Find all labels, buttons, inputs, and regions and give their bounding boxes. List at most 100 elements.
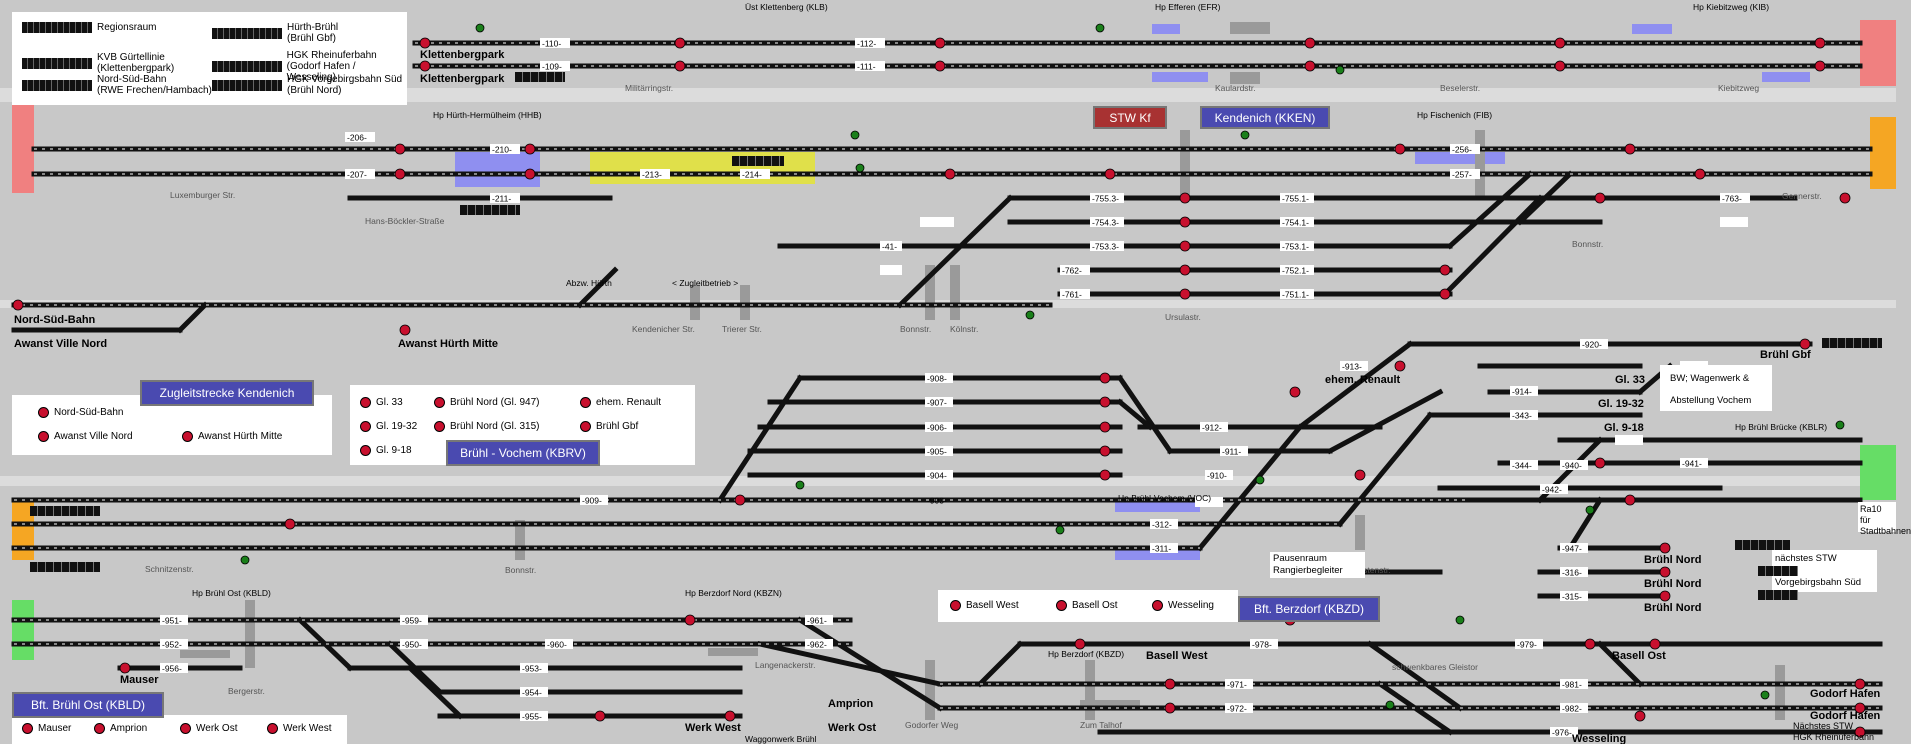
legend-kbrv-item: Gl. 9-18 <box>376 445 412 456</box>
track-257: -257- <box>1452 170 1472 180</box>
label-klettenbergpark-1: Klettenbergpark <box>420 49 505 61</box>
track-950: -950- <box>402 640 422 650</box>
info-bar <box>1758 590 1798 600</box>
track-343: -343- <box>1512 411 1532 421</box>
track-942: -942- <box>1542 485 1562 495</box>
track-912: -912- <box>1202 423 1222 433</box>
track-976: -976- <box>1552 728 1572 738</box>
legend-kbld-panel: Mauser Amprion Werk Ost Werk West <box>12 715 347 744</box>
track-206: -206- <box>347 133 367 143</box>
legend-nsb-item: Awanst Hürth Mitte <box>198 431 283 442</box>
bw-wagenwerk-panel: BW; Wagenwerk & Abstellung Vochem <box>1660 365 1772 411</box>
bft-berzdorf-box[interactable]: Bft. Berzdorf (KBZD) <box>1238 596 1380 622</box>
label-nord-sued-bahn: Nord-Süd-Bahn <box>14 314 96 326</box>
track-754-3: -754.3- <box>1092 218 1119 228</box>
legend-item: HGK Vorgebirgsbahn Süd (Brühl Nord) <box>287 74 403 96</box>
legend-nsb-item: Awanst Ville Nord <box>54 431 133 442</box>
track-214: -214- <box>742 170 762 180</box>
kendenich-box[interactable]: Kendenich (KKEN) <box>1200 106 1330 129</box>
legend-kbzd-panel: Basell West Basell Ost Wesseling <box>938 590 1238 622</box>
legend-nsb-item: Nord-Süd-Bahn <box>54 407 124 418</box>
bw-line2: Abstellung Vochem <box>1670 395 1752 406</box>
label-schnitzenstr: Schnitzenstr. <box>145 564 194 574</box>
label-ehem-renault: ehem. Renault <box>1325 374 1401 386</box>
track-109: -109- <box>542 62 562 72</box>
track-952: -952- <box>162 640 182 650</box>
info-bar <box>30 562 100 572</box>
track-910: -910- <box>1207 471 1227 481</box>
label-gl33: Gl. 33 <box>1615 374 1645 386</box>
legend-item: Hürth-Brühl (Brühl Gbf) <box>287 22 339 44</box>
track-905: -905- <box>927 447 947 457</box>
track-972: -972- <box>1227 704 1247 714</box>
track-959: -959- <box>402 616 422 626</box>
track-911: -911- <box>1222 447 1241 457</box>
label-bruehl-nord-1: Brühl Nord <box>1644 554 1701 566</box>
naechstes-stw-hgk-panel: Nächstes STW HGK Rheinuferbahn <box>1793 721 1875 742</box>
label-basell-ost: Basell Ost <box>1612 650 1666 662</box>
pausenraum-panel: Pausenraum Rangierbegleiter <box>1270 552 1365 578</box>
label-mauser: Mauser <box>120 674 159 686</box>
track-954: -954- <box>522 688 542 698</box>
label-waggonwerk: Waggonwerk Brühl <box>745 734 817 744</box>
label-werk-west: Werk West <box>685 722 741 734</box>
label-gl918: Gl. 9-18 <box>1604 422 1644 434</box>
legend-kbrv-item: Gl. 33 <box>376 397 403 408</box>
station-huerth-hermuelheim: Hp Hürth-Hermülheim (HHB) <box>433 110 542 120</box>
label-bruehl-gbf: Brühl Gbf <box>1760 349 1811 361</box>
label-bonnstr-low: Bonnstr. <box>505 565 536 575</box>
zugleitstrecke-box[interactable]: Zugleitstrecke Kendenich <box>140 380 314 406</box>
track-920: -920- <box>1582 340 1602 350</box>
label-gl1932: Gl. 19-32 <box>1598 398 1644 410</box>
zone-blue-hhb <box>455 152 540 187</box>
bruehl-vochem-box[interactable]: Brühl - Vochem (KBRV) <box>446 440 600 466</box>
track-311: -311- <box>1152 544 1171 554</box>
track-112: -112- <box>857 39 876 49</box>
label-luxemburger: Luxemburger Str. <box>170 190 235 200</box>
label-bonnstr-top: Bonnstr. <box>1572 239 1603 249</box>
info-bar <box>732 156 784 166</box>
track-213: -213- <box>642 170 662 180</box>
edge-marker-red <box>1860 20 1896 86</box>
label-korfuerstenstr: Korfürstenstr. <box>1340 565 1391 575</box>
track-315: -315- <box>1562 592 1582 602</box>
track-111: -111- <box>857 62 876 72</box>
label-beselerstr: Beselerstr. <box>1440 83 1480 93</box>
track-312: -312- <box>1152 520 1172 530</box>
label-amprion: Amprion <box>828 698 874 710</box>
track-344: -344- <box>1512 461 1532 471</box>
label-werk-ost: Werk Ost <box>828 722 876 734</box>
legend-kbrv-item: Brühl Gbf <box>596 421 639 432</box>
label-schwenkbares: schwenkbares Gleistor <box>1392 662 1478 672</box>
stw-kf-box[interactable]: STW Kf <box>1093 106 1167 129</box>
label-militaerringstr: Militärringstr. <box>625 83 673 93</box>
track-979: -979- <box>1517 640 1537 650</box>
label-bruehl-nord-3: Brühl Nord <box>1644 602 1701 614</box>
label-langenackerstr: Langenackerstr. <box>755 660 815 670</box>
track-211: -211- <box>492 194 511 204</box>
label-abzw-huerth: Abzw. Hürth <box>566 278 612 288</box>
label-basell-west: Basell West <box>1146 650 1208 662</box>
station-bruehl-bruecke: Hp Brühl Brücke (KBLR) <box>1735 422 1827 432</box>
track-754-1: -754.1- <box>1282 218 1309 228</box>
bft-bruehl-ost-box[interactable]: Bft. Brühl Ost (KBLD) <box>12 692 164 718</box>
label-bonnstr-mid: Bonnstr. <box>900 324 931 334</box>
info-bar <box>515 72 565 82</box>
info-bar <box>30 506 100 516</box>
track-961: -961- <box>807 616 827 626</box>
track-753-3: -753.3- <box>1092 242 1119 252</box>
legend-item: Nord-Süd-Bahn (RWE Frechen/Hambach) <box>97 74 212 96</box>
track-762: -762- <box>1062 266 1082 276</box>
station-fischenich: Hp Fischenich (FIB) <box>1417 110 1492 120</box>
track-207: -207- <box>347 170 367 180</box>
label-bruehl-nord-2: Brühl Nord <box>1644 578 1701 590</box>
station-kiebitzweg: Hp Kiebitzweg (KIB) <box>1693 2 1769 12</box>
track-763: -763- <box>1722 194 1742 204</box>
label-hans-boeckler: Hans-Böckler-Straße <box>365 216 445 226</box>
edge-marker-orange-left <box>12 500 34 560</box>
legend-kbrv-item: Gl. 19-32 <box>376 421 418 432</box>
track-941: -941- <box>1682 459 1702 469</box>
label-zugleitbetrieb: < Zugleitbetrieb > <box>672 278 738 288</box>
track-914: -914- <box>1512 387 1532 397</box>
